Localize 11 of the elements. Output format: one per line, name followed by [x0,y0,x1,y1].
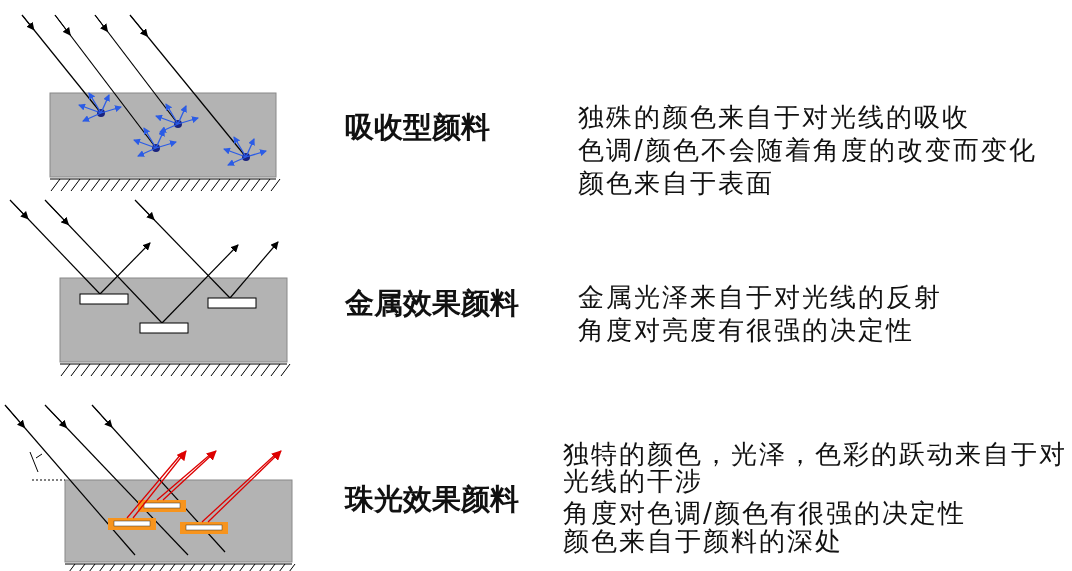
description-text: 颜色来自于颜料的深处 [563,526,843,556]
pigment-heading: 金属效果颜料 [345,285,519,322]
description-text: 金属光泽来自于对光线的反射 [578,282,942,312]
pigment-heading: 珠光效果颜料 [345,481,519,518]
pigment-heading: 吸收型颜料 [345,109,490,146]
description-text: 独殊的颜色来自于对光线的吸收 [578,102,970,132]
description-text: 角度对色调/颜色有很强的决定性 [563,498,966,528]
description-text: 色调/颜色不会随着角度的改变而变化 [578,135,1037,165]
description-text: 角度对亮度有很强的决定性 [578,315,914,345]
description-text: 独特的颜色，光泽，色彩的跃动来自于对光线的干涉 [563,441,1068,495]
description-text: 颜色来自于表面 [578,168,774,198]
